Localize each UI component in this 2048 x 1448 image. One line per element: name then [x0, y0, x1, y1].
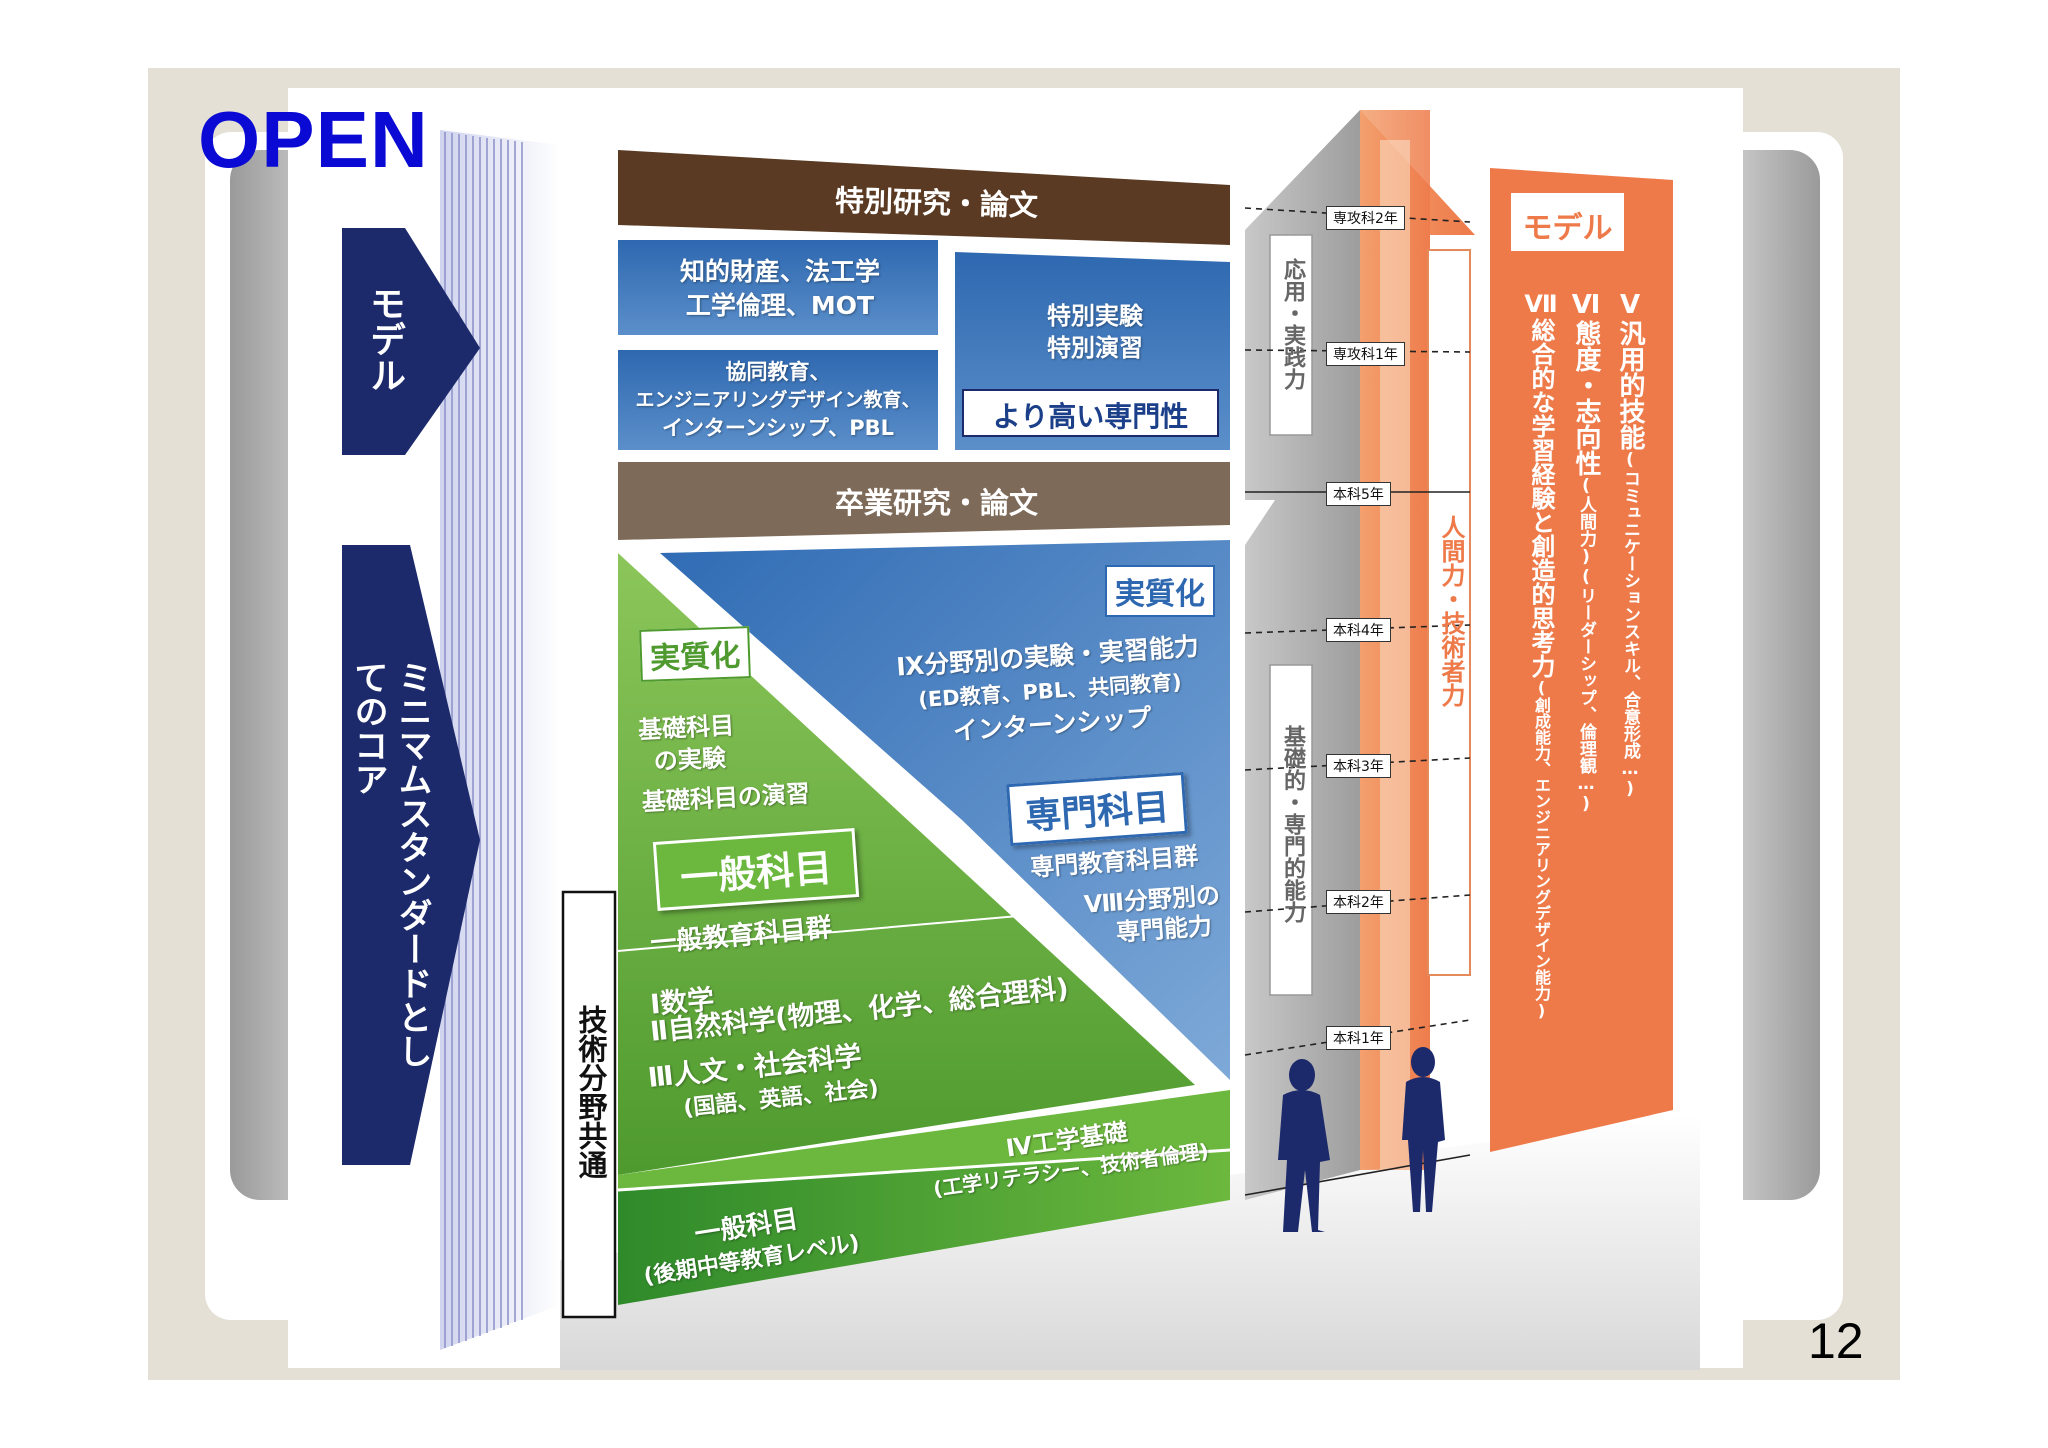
model-item-7-main: 総合的な学習経験と創造的思考力 [1527, 318, 1555, 678]
year-tag-advanced-1: 専攻科1年 [1326, 342, 1405, 366]
model-item-6-sub: (人間力)(リーダーシップ、倫理観…) [1576, 476, 1596, 814]
substantiation-left-badge: 実質化 [639, 626, 751, 682]
model-item-5-num: Ⅴ [1615, 290, 1645, 320]
special-experiment-line-1: 特別実験 [1047, 302, 1143, 330]
model-item-7: Ⅶ総合的な学習経験と創造的思考力(創成能力、エンジニアリングデザイン能力) [1524, 290, 1559, 1020]
ip-law-line-2: 工学倫理、MOT [685, 291, 875, 320]
minimum-standard-label: ミニマムスタンダードとしてのコア [348, 660, 432, 1068]
ip-law-text: 知的財産、法工学 工学倫理、MOT [640, 255, 920, 323]
model-item-5-main: 汎用的技能 [1615, 320, 1645, 450]
substantiation-right-badge: 実質化 [1105, 565, 1215, 617]
applied-label-box [1269, 234, 1313, 436]
model-side-label: モデル [364, 285, 405, 393]
page-number: 12 [1808, 1313, 1864, 1369]
year-tag-regular-2: 本科2年 [1326, 890, 1391, 914]
special-experiment-text: 特別実験 特別演習 [1000, 300, 1190, 364]
minimum-standard-arrow [342, 545, 480, 1165]
basic-label: 基礎的・専門的能力 [1280, 725, 1305, 923]
ip-law-line-1: 知的財産、法工学 [679, 257, 880, 286]
general-region [618, 553, 1195, 1175]
open-status-label: OPEN [198, 95, 429, 184]
model-panel-title-box [1509, 191, 1626, 253]
book-pages [440, 130, 560, 1350]
model-item-5: Ⅴ汎用的技能(コミュニケーションスキル、合意形成…) [1612, 290, 1649, 799]
year-tag-regular-1: 本科1年 [1326, 1026, 1391, 1050]
human-label: 人間力・技術者力 [1437, 515, 1465, 707]
special-experiment-line-2: 特別演習 [1047, 334, 1143, 362]
higher-specialty-box [962, 389, 1219, 437]
specialized-subjects-badge: 専門科目 [1006, 771, 1188, 847]
coop-education-text: 協同教育、 エンジニアリングデザイン教育、 インターンシップ、PBL [625, 358, 931, 442]
coop-line-3: インターンシップ、PBL [661, 416, 895, 440]
year-tag-regular-3: 本科3年 [1326, 754, 1391, 778]
higher-specialty-label: より高い専門性 [992, 400, 1189, 433]
specialized-region [660, 540, 1230, 1080]
coop-line-2: エンジニアリングデザイン教育、 [635, 389, 921, 411]
people-silhouettes [1278, 1047, 1445, 1232]
graduation-research-title: 卒業研究・論文 [835, 486, 1039, 520]
special-research-bar [618, 150, 1230, 245]
year-tag-advanced-2: 専攻科2年 [1326, 206, 1405, 230]
graduation-research-bar [618, 462, 1230, 540]
model-item-7-sub: (創成能力、エンジニアリングデザイン能力) [1532, 678, 1551, 1020]
field-specialty-text: Ⅷ分野別の 専門能力 [1083, 880, 1223, 949]
model-item-5-sub: (コミュニケーションスキル、合意形成…) [1620, 450, 1640, 799]
basic-label-box [1269, 664, 1313, 996]
year-tag-regular-4: 本科4年 [1326, 618, 1391, 642]
model-item-6: Ⅵ態度・志向性(人間力)(リーダーシップ、倫理観…) [1568, 290, 1605, 814]
applied-label: 応用・実践力 [1280, 258, 1305, 390]
human-label-box [1427, 249, 1471, 976]
common-field-box [561, 890, 617, 1319]
coop-education-box [618, 350, 938, 450]
model-item-6-num: Ⅵ [1571, 290, 1601, 320]
common-field-label: 技術分野共通 [574, 1005, 608, 1179]
special-research-title: 特別研究・論文 [834, 183, 1039, 223]
ip-law-box [618, 240, 938, 335]
model-panel [1490, 168, 1673, 1152]
year-tag-regular-5: 本科5年 [1326, 482, 1391, 506]
model-item-7-num: Ⅶ [1527, 290, 1555, 318]
general-secondary-strip [618, 1150, 1230, 1305]
basic-experiment-text: 基礎科目 の実験 基礎科目の演習 [637, 706, 810, 819]
coop-line-1: 協同教育、 [725, 360, 831, 384]
model-panel-title: モデル [1522, 211, 1613, 246]
model-arrow [342, 228, 480, 455]
model-item-6-main: 態度・志向性 [1571, 320, 1601, 476]
general-subjects-badge: 一般科目 [652, 828, 860, 911]
